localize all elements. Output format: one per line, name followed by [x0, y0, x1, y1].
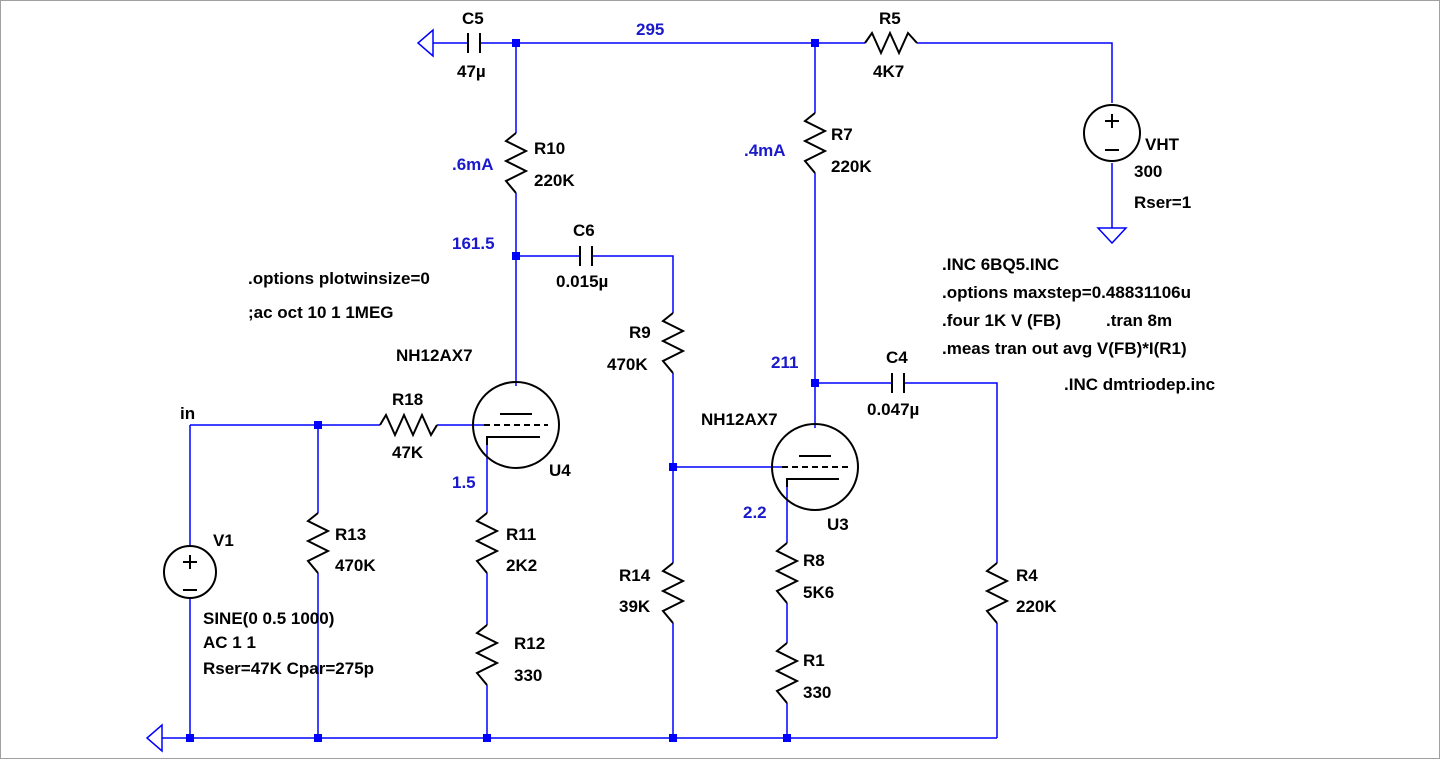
r8-value: 5K6 — [803, 583, 834, 602]
resistor-r1[interactable] — [774, 642, 800, 704]
r12-name: R12 — [514, 634, 545, 653]
r1-value: 330 — [803, 683, 831, 702]
r13-value: 470K — [335, 556, 376, 575]
net-label-b-plus: 295 — [636, 20, 664, 39]
u4-model: NH12AX7 — [396, 346, 473, 365]
directive-tran[interactable]: .tran 8m — [1106, 311, 1172, 330]
directive-meas[interactable]: .meas tran out avg V(FB)*I(R1) — [942, 339, 1187, 358]
resistor-r8[interactable] — [774, 542, 800, 604]
resistor-r4[interactable] — [984, 562, 1010, 624]
r7-name: R7 — [831, 125, 853, 144]
v1-ac: AC 1 1 — [203, 633, 256, 652]
r18-value: 47K — [392, 443, 424, 462]
resistor-r13[interactable] — [305, 512, 331, 574]
vht-value: 300 — [1134, 162, 1162, 181]
r5-value: 4K7 — [873, 62, 904, 81]
r10-name: R10 — [534, 139, 565, 158]
current-label-r10: .6mA — [452, 155, 494, 174]
resistor-r14[interactable] — [660, 562, 686, 624]
u4-name: U4 — [549, 461, 571, 480]
resistor-r5[interactable] — [864, 30, 918, 56]
directive-ac[interactable]: ;ac oct 10 1 1MEG — [248, 303, 394, 322]
net-label-plate-u4: 161.5 — [452, 234, 495, 253]
triode-u4[interactable] — [472, 381, 560, 469]
resistor-r11[interactable] — [474, 512, 500, 574]
current-label-r7: .4mA — [744, 141, 786, 160]
r14-name: R14 — [619, 566, 651, 585]
r4-name: R4 — [1016, 566, 1038, 585]
r14-value: 39K — [619, 597, 651, 616]
r8-name: R8 — [803, 551, 825, 570]
vht-rser: Rser=1 — [1134, 193, 1191, 212]
r12-value: 330 — [514, 666, 542, 685]
directive-four[interactable]: .four 1K V (FB) — [942, 311, 1061, 330]
c5-name: C5 — [462, 9, 484, 28]
r9-value: 470K — [607, 355, 648, 374]
r13-name: R13 — [335, 525, 366, 544]
r7-value: 220K — [831, 157, 872, 176]
r11-value: 2K2 — [506, 556, 537, 575]
c6-value: 0.015µ — [556, 272, 608, 291]
ground-symbol-bottom[interactable] — [145, 723, 163, 753]
r18-name: R18 — [392, 390, 423, 409]
c5-value: 47µ — [457, 62, 486, 81]
r4-value: 220K — [1016, 597, 1057, 616]
net-label-plate-u3: 211 — [771, 353, 798, 372]
net-label-in: in — [180, 404, 195, 423]
r11-name: R11 — [506, 525, 536, 544]
capacitor-c4[interactable] — [891, 373, 905, 393]
directive-inc-6bq5[interactable]: .INC 6BQ5.INC — [942, 255, 1059, 274]
triode-u3[interactable] — [771, 423, 859, 511]
v1-sine: SINE(0 0.5 1000) — [203, 609, 334, 628]
u3-name: U3 — [827, 515, 849, 534]
net-label-cathode-u4: 1.5 — [452, 473, 476, 492]
r1-name: R1 — [803, 651, 825, 670]
vht-name: VHT — [1145, 135, 1180, 154]
voltage-source-v1[interactable] — [163, 545, 217, 599]
resistor-r10[interactable] — [503, 132, 529, 194]
capacitor-c6[interactable] — [579, 246, 593, 266]
c6-name: C6 — [573, 221, 595, 240]
v1-name: V1 — [213, 531, 234, 550]
net-label-cathode-u3: 2.2 — [743, 503, 767, 522]
voltage-source-vht[interactable] — [1083, 104, 1141, 162]
r10-value: 220K — [534, 171, 575, 190]
c4-value: 0.047µ — [867, 400, 919, 419]
r9-name: R9 — [629, 323, 651, 342]
junctions — [186, 39, 819, 742]
directive-plotwinsize[interactable]: .options plotwinsize=0 — [248, 269, 430, 288]
c4-name: C4 — [886, 348, 908, 367]
ground-symbol-vht[interactable] — [1096, 227, 1128, 245]
wires — [162, 42, 1113, 739]
r5-name: R5 — [879, 9, 901, 28]
u3-model: NH12AX7 — [701, 410, 778, 429]
directive-maxstep[interactable]: .options maxstep=0.48831106u — [942, 283, 1191, 302]
capacitor-c5[interactable] — [467, 33, 481, 53]
directive-inc-dmtriode[interactable]: .INC dmtriodep.inc — [1064, 375, 1215, 394]
v1-rser: Rser=47K Cpar=275p — [203, 659, 374, 678]
ground-symbol-c5[interactable] — [416, 28, 434, 58]
resistor-r9[interactable] — [660, 312, 686, 374]
resistor-r12[interactable] — [474, 624, 500, 686]
resistor-r18[interactable] — [379, 412, 438, 438]
resistor-r7[interactable] — [802, 112, 828, 174]
